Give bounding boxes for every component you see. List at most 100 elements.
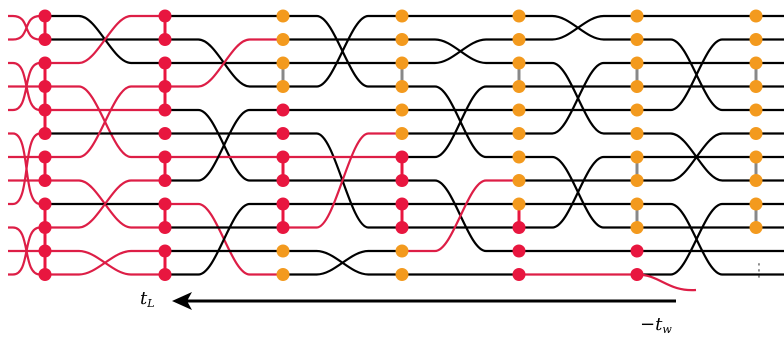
node [395, 221, 409, 234]
node [158, 103, 172, 117]
node [749, 80, 763, 93]
wire-segment [283, 249, 402, 276]
continuation-dots: ⋮ [750, 260, 768, 281]
node [395, 197, 409, 211]
node [395, 127, 409, 140]
node [158, 244, 172, 258]
node [38, 244, 52, 258]
wire-segment [8, 14, 45, 41]
node [395, 174, 409, 187]
wire-segment [637, 38, 756, 112]
wire-segment [165, 202, 283, 276]
end-time-sub: w [662, 323, 672, 336]
node [630, 9, 644, 23]
node [749, 221, 763, 234]
wire-segment [8, 226, 45, 276]
node [276, 197, 290, 211]
node [38, 221, 52, 234]
node [512, 197, 526, 211]
end-time-var: t [655, 314, 663, 335]
wire-segment [519, 61, 637, 135]
node [276, 56, 290, 70]
wire-segment [45, 14, 165, 65]
wire-segment [45, 85, 165, 159]
start-time-var: t [140, 288, 148, 309]
node [630, 221, 644, 234]
end-time-minus: − [640, 314, 656, 335]
wire-segment [165, 108, 283, 182]
wire-segment [8, 61, 45, 112]
wire-segment [637, 202, 756, 276]
node [630, 33, 644, 46]
node [38, 9, 52, 23]
node [276, 244, 290, 258]
node [38, 268, 52, 281]
node [158, 80, 172, 93]
node [158, 197, 172, 211]
node-layer [38, 9, 763, 281]
node [749, 56, 763, 70]
node [749, 33, 763, 46]
wire-segment [402, 38, 519, 65]
node [395, 150, 409, 164]
node [276, 268, 290, 281]
node [749, 127, 763, 140]
node [512, 56, 526, 70]
node [38, 103, 52, 117]
node [158, 268, 172, 281]
node [38, 80, 52, 93]
node [749, 150, 763, 164]
node [276, 80, 290, 93]
node [512, 150, 526, 164]
node [276, 150, 290, 164]
end-time-label: −tw [640, 314, 672, 336]
wire-segment [45, 249, 165, 276]
node [630, 268, 644, 281]
node [158, 9, 172, 23]
wire-segment [45, 179, 165, 229]
time-arrow-head-icon [172, 292, 192, 310]
node [276, 33, 290, 46]
wire-segment [283, 14, 402, 88]
node [512, 80, 526, 93]
node [38, 150, 52, 164]
node [512, 174, 526, 187]
node [630, 197, 644, 211]
node [38, 174, 52, 187]
node [395, 33, 409, 46]
node [512, 244, 526, 258]
node [749, 9, 763, 23]
node [158, 150, 172, 164]
node [395, 268, 409, 281]
start-time-sub: L [147, 297, 155, 310]
node [38, 127, 52, 140]
wire-segment [637, 132, 756, 182]
node [158, 33, 172, 46]
node [276, 103, 290, 117]
node [630, 174, 644, 187]
wire-segment [283, 132, 402, 229]
node [276, 221, 290, 234]
node [38, 197, 52, 211]
node [395, 103, 409, 117]
node [395, 9, 409, 23]
node [630, 56, 644, 70]
wire-tail [636, 273, 697, 292]
node [158, 56, 172, 70]
node [395, 244, 409, 258]
node [512, 33, 526, 46]
wire-segment [8, 132, 45, 206]
node [158, 174, 172, 187]
node [158, 221, 172, 234]
wire-segment [519, 155, 637, 229]
node [276, 174, 290, 187]
node [749, 197, 763, 211]
start-time-label: tL [140, 288, 155, 310]
node [395, 56, 409, 70]
wire-segment [519, 14, 637, 41]
node [38, 33, 52, 46]
node [512, 221, 526, 234]
node [630, 127, 644, 140]
node [276, 9, 290, 23]
